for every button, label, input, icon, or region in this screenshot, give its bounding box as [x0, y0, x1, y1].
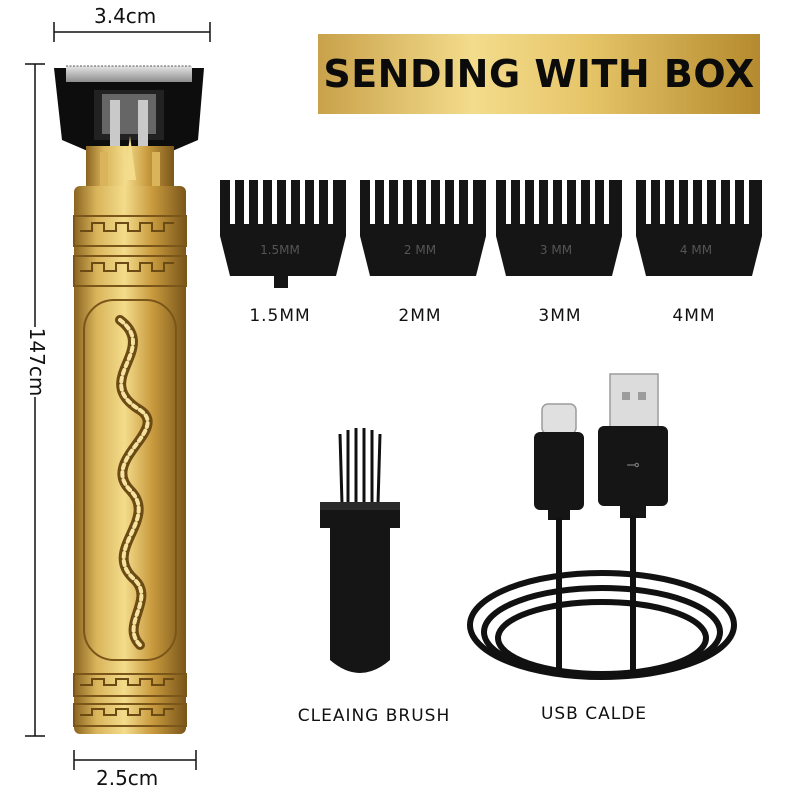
- comb-label-1-5mm: 1.5MM: [249, 306, 311, 326]
- comb-4-engraving: 4 MM: [680, 243, 712, 257]
- cleaning-brush-label: CLEAING BRUSH: [297, 706, 451, 726]
- cleaning-brush-image: [320, 428, 400, 673]
- banner-title: SENDING WITH BOX: [323, 52, 755, 96]
- comb-3mm: 3 MM: [496, 180, 622, 276]
- comb-guards-image: 1.5MM 2 MM 3 MM 4 MM: [220, 180, 762, 288]
- usb-cable-image: ⊸: [467, 373, 737, 680]
- comb-1-5mm: 1.5MM: [220, 180, 346, 288]
- comb-label-2mm: 2MM: [398, 306, 442, 326]
- base-width-dimension: [73, 750, 197, 770]
- comb-1-engraving: 1.5MM: [260, 243, 300, 257]
- usb-cable-label: USB CALDE: [540, 704, 648, 724]
- comb-2mm: 2 MM: [360, 180, 486, 276]
- svg-text:⊸: ⊸: [626, 455, 639, 474]
- comb-2-engraving: 2 MM: [404, 243, 436, 257]
- sending-with-box-banner: SENDING WITH BOX: [318, 34, 760, 114]
- head-width-label: 3.4cm: [92, 4, 159, 28]
- body-height-label: 147cm: [25, 327, 49, 397]
- head-width-dimension: [53, 22, 211, 42]
- comb-label-3mm: 3MM: [538, 306, 582, 326]
- body-height-dimension: [25, 63, 45, 737]
- base-width-label: 2.5cm: [96, 766, 159, 790]
- comb-label-4mm: 4MM: [672, 306, 716, 326]
- comb-4mm: 4 MM: [636, 180, 762, 276]
- comb-3-engraving: 3 MM: [540, 243, 572, 257]
- hair-trimmer-image: [54, 65, 204, 734]
